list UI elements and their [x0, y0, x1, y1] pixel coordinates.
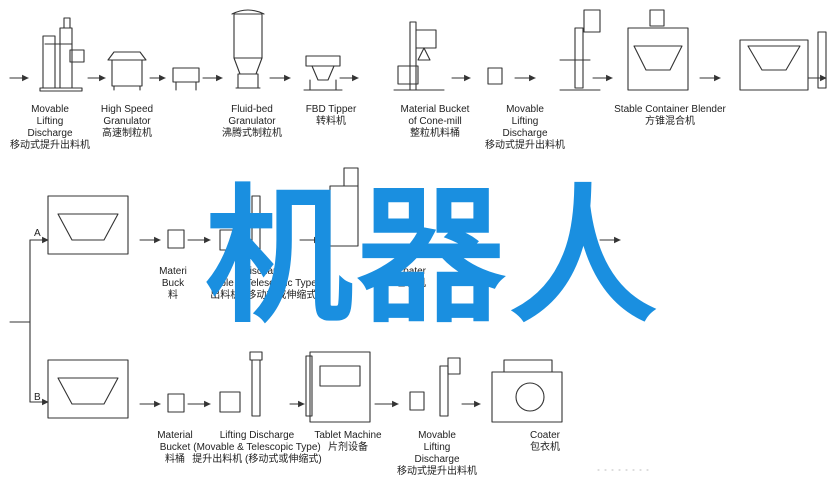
- label-movable-lifting-discharge-3: Movable Lifting Discharge 移动式提升出料机: [397, 430, 477, 477]
- tablet-machine: [305, 351, 371, 423]
- label-high-speed-granulator: High Speed Granulator 高速制粒机: [100, 104, 154, 139]
- fluid-bed-granulator-machine: [231, 9, 265, 89]
- label-fbd-tipper: FBD Tipper 转料机: [305, 104, 357, 127]
- row-a-material-bucket: [167, 229, 185, 249]
- row-b-coater-machine: [491, 359, 563, 423]
- label-movable-lifting-discharge-1: Movable Lifting Discharge 移动式提升出料机: [10, 104, 90, 151]
- movable-lifting-discharge-1-machine: [39, 17, 85, 92]
- label-fluid-bed-granulator: Fluid-bed Granulator 沸腾式制粒机: [222, 104, 282, 139]
- branch-line: [9, 236, 49, 406]
- cone-mill-machine: [393, 21, 445, 91]
- row-b-container-blender: [47, 359, 129, 419]
- movable-lifting-discharge-2-machine: [487, 9, 601, 91]
- stable-container-blender-machine: [627, 9, 827, 91]
- label-row-b-coater: Coater 包衣机: [529, 430, 560, 453]
- label-row-b-lifting-discharge: Lifting Discharge (Movable & Telescopic …: [192, 430, 322, 465]
- row-b-lifting-discharge: [219, 351, 263, 417]
- row-b-movable-lifting-discharge: [409, 357, 461, 417]
- fbd-tipper-machine: [303, 55, 343, 91]
- watermark-text: 机器人: [205, 171, 661, 343]
- high-speed-granulator-machine: [107, 51, 147, 91]
- label-stable-container-blender: Stable Container Blender 方锥混合机: [614, 104, 726, 127]
- label-row-b-material-bucket: Material Bucket 料桶: [157, 430, 193, 465]
- row-a-container-blender: [47, 195, 129, 255]
- label-material-bucket-cone-mill: Material Bucket of Cone-mill 整粒机料桶: [400, 104, 470, 139]
- label-row-a-lifting-discharge: Discharge vable & Telescopic Type) 出料机 (…: [209, 266, 321, 301]
- label-row-a-coater: Coater 包衣机: [395, 266, 426, 289]
- branch-tag-a: A: [34, 228, 41, 239]
- label-tablet-machine: Tablet Machine 片剂设备: [314, 430, 382, 453]
- tray-unit-machine: [172, 67, 200, 91]
- row-b-material-bucket: [167, 393, 185, 413]
- row-a-lifting-discharge: [219, 195, 261, 253]
- label-row-a-material-bucket: Materi Buck 料: [159, 266, 187, 301]
- row-a-coater-machine: [329, 167, 359, 247]
- branch-tag-b: B: [34, 392, 41, 403]
- label-movable-lifting-discharge-2: Movable Lifting Discharge 移动式提升出料机: [485, 104, 565, 151]
